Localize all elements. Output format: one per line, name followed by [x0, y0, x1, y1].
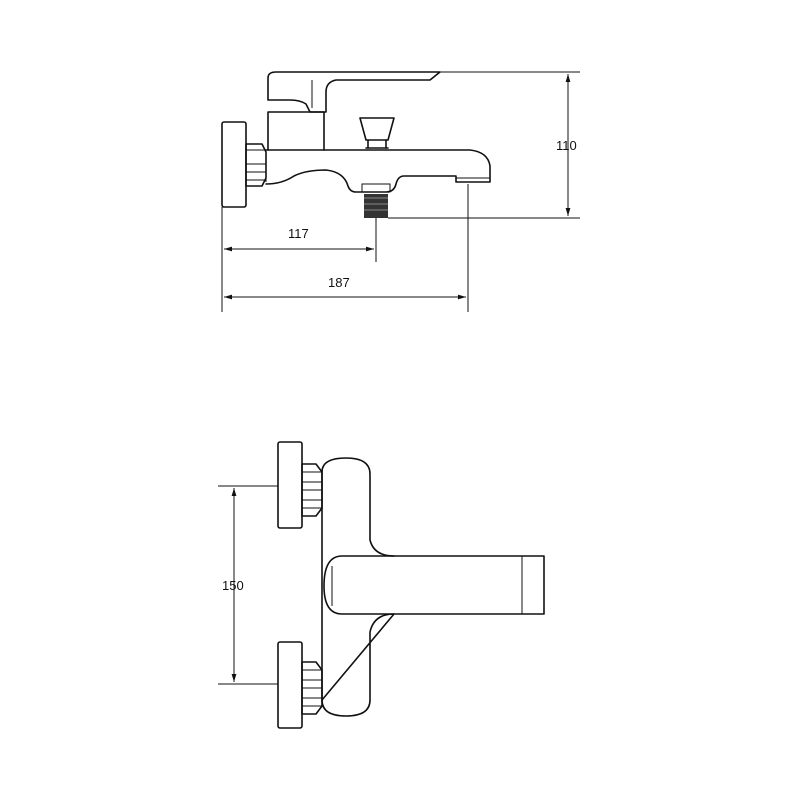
- front-top-flange: [277, 441, 303, 529]
- dim-inlet-spacing-label: 150: [222, 578, 244, 593]
- dim-outlet-offset-label: 117: [288, 226, 309, 241]
- front-spout: [323, 555, 545, 615]
- front-bottom-flange: [277, 641, 303, 729]
- front-top-hex-nut: [301, 463, 323, 517]
- front-bottom-hex-nut: [301, 661, 323, 715]
- side-lever-handle: [267, 71, 441, 113]
- dim-spout-reach-label: 187: [328, 275, 350, 290]
- dim-inlet-spacing: 150: [218, 485, 278, 685]
- dim-height-label: 110: [556, 138, 577, 153]
- side-wall-flange: [221, 121, 247, 208]
- front-view: 150: [218, 441, 545, 729]
- side-hex-nut: [245, 143, 267, 187]
- side-view: 110 117 187: [221, 71, 580, 312]
- side-diverter-knob: [359, 117, 395, 149]
- dim-outlet-offset: 117: [221, 207, 377, 312]
- dim-spout-reach: 187: [224, 184, 469, 312]
- front-body: [321, 457, 395, 717]
- side-body-spout: [265, 149, 491, 193]
- side-threaded-outlet: [361, 183, 391, 218]
- dim-height: 110: [388, 71, 580, 219]
- side-cartridge-housing: [267, 111, 325, 151]
